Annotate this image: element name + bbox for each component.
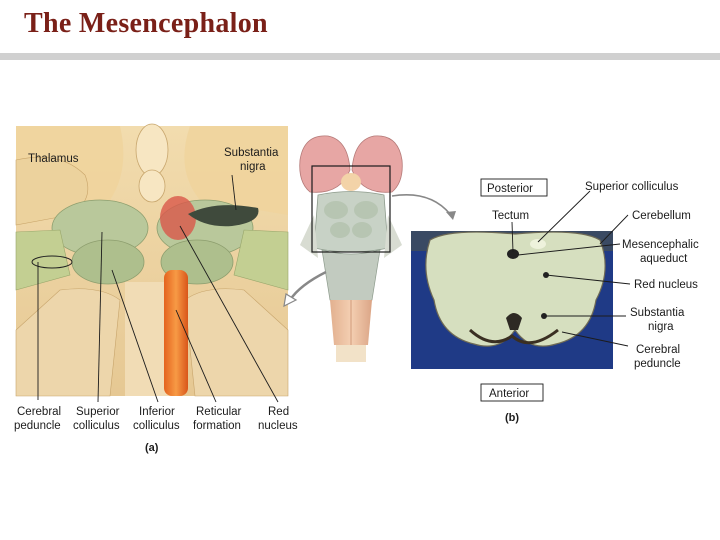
- panel-b-leader-lines: [511, 190, 631, 347]
- label-substantia-nigra-a-line2: nigra: [240, 161, 266, 173]
- label-cerebral-peduncle-a-line2: peduncle: [14, 420, 61, 432]
- label-superior-colliculus-a-line1: Superior: [76, 406, 120, 418]
- midbrain-selection-box: [311, 165, 391, 253]
- label-inferior-colliculus-line2: colliculus: [133, 420, 180, 432]
- label-superior-colliculus-a-line2: colliculus: [73, 420, 120, 432]
- pineal-area: [135, 123, 169, 177]
- panel-b-labels: Superior colliculus Tectum Cerebellum Me…: [492, 181, 699, 424]
- label-mesencephalic-aqueduct-line2: aqueduct: [640, 253, 688, 265]
- label-inferior-colliculus-line1: Inferior: [139, 406, 175, 418]
- label-reticular-formation-line2: formation: [193, 420, 241, 432]
- label-reticular-formation-line1: Reticular: [196, 406, 242, 418]
- label-red-nucleus-b: Red nucleus: [634, 279, 698, 291]
- label-substantia-nigra-b-line1: Substantia: [630, 307, 685, 319]
- title-divider: [0, 53, 720, 60]
- label-tectum: Tectum: [492, 210, 529, 222]
- aqueduct-dot: [507, 249, 519, 259]
- label-anterior: Anterior: [489, 388, 529, 400]
- label-cerebellum: Cerebellum: [632, 210, 691, 222]
- label-thalamus: Thalamus: [28, 153, 79, 165]
- label-cerebral-peduncle-b-line2: peduncle: [634, 358, 681, 370]
- label-posterior: Posterior: [487, 183, 533, 195]
- red-nucleus-shape: [160, 196, 196, 240]
- brainstem-overview: [299, 135, 403, 362]
- label-substantia-nigra-b-line2: nigra: [648, 321, 674, 333]
- label-superior-colliculus-b: Superior colliculus: [585, 181, 679, 193]
- label-red-nucleus-a-line1: Red: [268, 406, 289, 418]
- label-cerebral-peduncle-b-line1: Cerebral: [636, 344, 680, 356]
- label-red-nucleus-a-line2: nucleus: [258, 420, 298, 432]
- midbrain-section: [425, 231, 606, 347]
- label-cerebral-peduncle-a-line1: Cerebral: [17, 406, 61, 418]
- panel-a-labels: Thalamus Substantia nigra Cerebral pedun…: [14, 147, 298, 454]
- panel-b-photo: [411, 231, 613, 369]
- posterior-box: [480, 178, 548, 197]
- connector-arrows: [283, 194, 456, 308]
- panel-a-leader-lines: [37, 174, 279, 403]
- label-substantia-nigra-a-line1: Substantia: [224, 147, 279, 159]
- substantia-nigra-shape: [188, 205, 259, 227]
- label-mesencephalic-aqueduct-line1: Mesencephalic: [622, 239, 699, 251]
- slide-title: The Mesencephalon: [24, 8, 268, 39]
- panel-a-illustration: [15, 123, 289, 397]
- panel-b-direction-boxes: Posterior Anterior: [480, 178, 548, 402]
- inferior-colliculus-left: [71, 239, 145, 285]
- caption-b: (b): [505, 412, 519, 424]
- reticular-formation-shape: [164, 270, 188, 396]
- anterior-box: [480, 383, 544, 402]
- caption-a: (a): [145, 442, 159, 454]
